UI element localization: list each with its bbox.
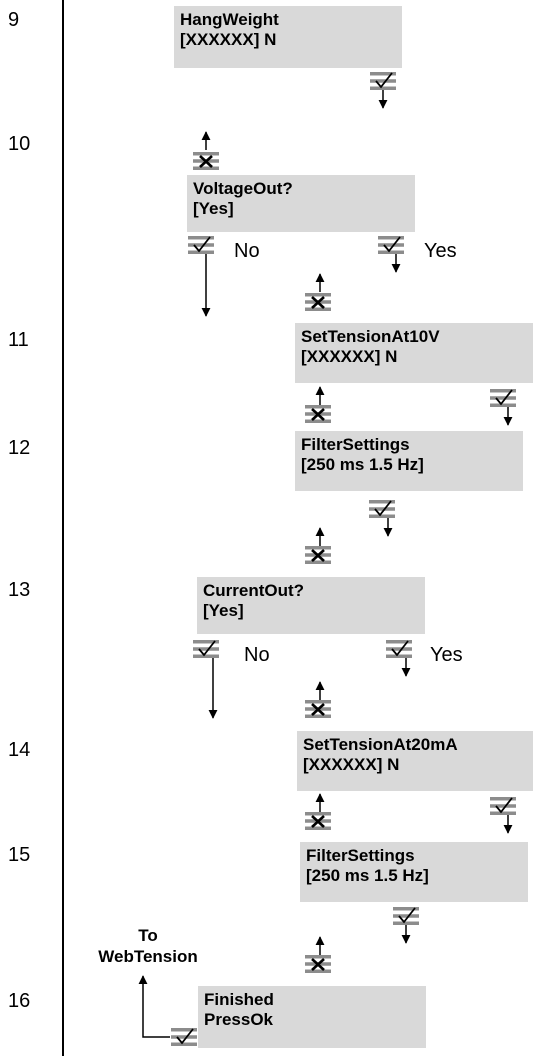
display-line-1: FilterSettings	[301, 435, 410, 454]
display-line-1: SetTensionAt10V	[301, 327, 440, 346]
branch-label-yes: Yes	[430, 644, 463, 666]
display-box-currentout: CurrentOut? [Yes]	[197, 577, 425, 634]
display-line-2: [250 ms 1.5 Hz]	[301, 455, 424, 474]
step-number-11: 11	[8, 329, 29, 351]
display-line-2: [XXXXXX] N	[180, 30, 277, 49]
ok-key-icon	[392, 906, 420, 926]
display-box-voltageout: VoltageOut? [Yes]	[187, 175, 415, 232]
exit-label: To WebTension	[70, 925, 226, 967]
display-line-2: [XXXXXX] N	[303, 755, 400, 774]
step-number-9: 9	[8, 9, 20, 31]
ok-key-icon	[489, 388, 517, 408]
display-line-1: CurrentOut?	[203, 581, 305, 600]
display-line-2: [Yes]	[203, 601, 244, 620]
display-line-2: [Yes]	[193, 199, 234, 218]
branch-label-no: No	[234, 240, 260, 262]
display-line-1: SetTensionAt20mA	[303, 735, 458, 754]
display-line-1: Finished	[204, 990, 274, 1009]
esc-key-icon	[303, 544, 333, 566]
esc-key-icon	[303, 403, 333, 425]
step-number-16: 16	[8, 990, 31, 1012]
step-number-14: 14	[8, 739, 31, 761]
ok-key-icon	[170, 1027, 198, 1047]
display-box-settension-10v: SetTensionAt10V [XXXXXX] N	[295, 323, 533, 383]
display-line-2: [XXXXXX] N	[301, 347, 398, 366]
esc-key-icon	[303, 698, 333, 720]
display-line-1: VoltageOut?	[193, 179, 293, 198]
ok-key-icon	[489, 796, 517, 816]
display-box-hangweight: HangWeight [XXXXXX] N	[174, 6, 402, 68]
display-line-2: PressOk	[204, 1010, 273, 1029]
ok-key-icon	[368, 499, 396, 519]
exit-label-line-1: To	[138, 926, 158, 945]
display-box-finished: Finished PressOk	[198, 986, 426, 1048]
ok-key-icon	[377, 235, 405, 255]
step-number-12: 12	[8, 437, 31, 459]
ok-key-icon	[187, 235, 215, 255]
display-line-2: [250 ms 1.5 Hz]	[306, 866, 429, 885]
esc-key-icon	[303, 953, 333, 975]
esc-key-icon	[303, 810, 333, 832]
branch-label-yes: Yes	[424, 240, 457, 262]
esc-key-icon	[191, 150, 221, 172]
esc-key-icon	[303, 291, 333, 313]
step-number-15: 15	[8, 844, 31, 866]
exit-label-line-2: WebTension	[98, 947, 198, 966]
display-box-filtersettings-2: FilterSettings [250 ms 1.5 Hz]	[300, 842, 528, 902]
step-number-10: 10	[8, 133, 31, 155]
ok-key-icon	[369, 71, 397, 91]
display-box-settension-20ma: SetTensionAt20mA [XXXXXX] N	[297, 731, 533, 791]
display-box-filtersettings-1: FilterSettings [250 ms 1.5 Hz]	[295, 431, 523, 491]
step-number-13: 13	[8, 579, 31, 601]
display-line-1: FilterSettings	[306, 846, 415, 865]
display-line-1: HangWeight	[180, 10, 279, 29]
ok-key-icon	[192, 639, 220, 659]
branch-label-no: No	[244, 644, 270, 666]
ok-key-icon	[385, 639, 413, 659]
step-divider-line	[62, 0, 64, 1056]
